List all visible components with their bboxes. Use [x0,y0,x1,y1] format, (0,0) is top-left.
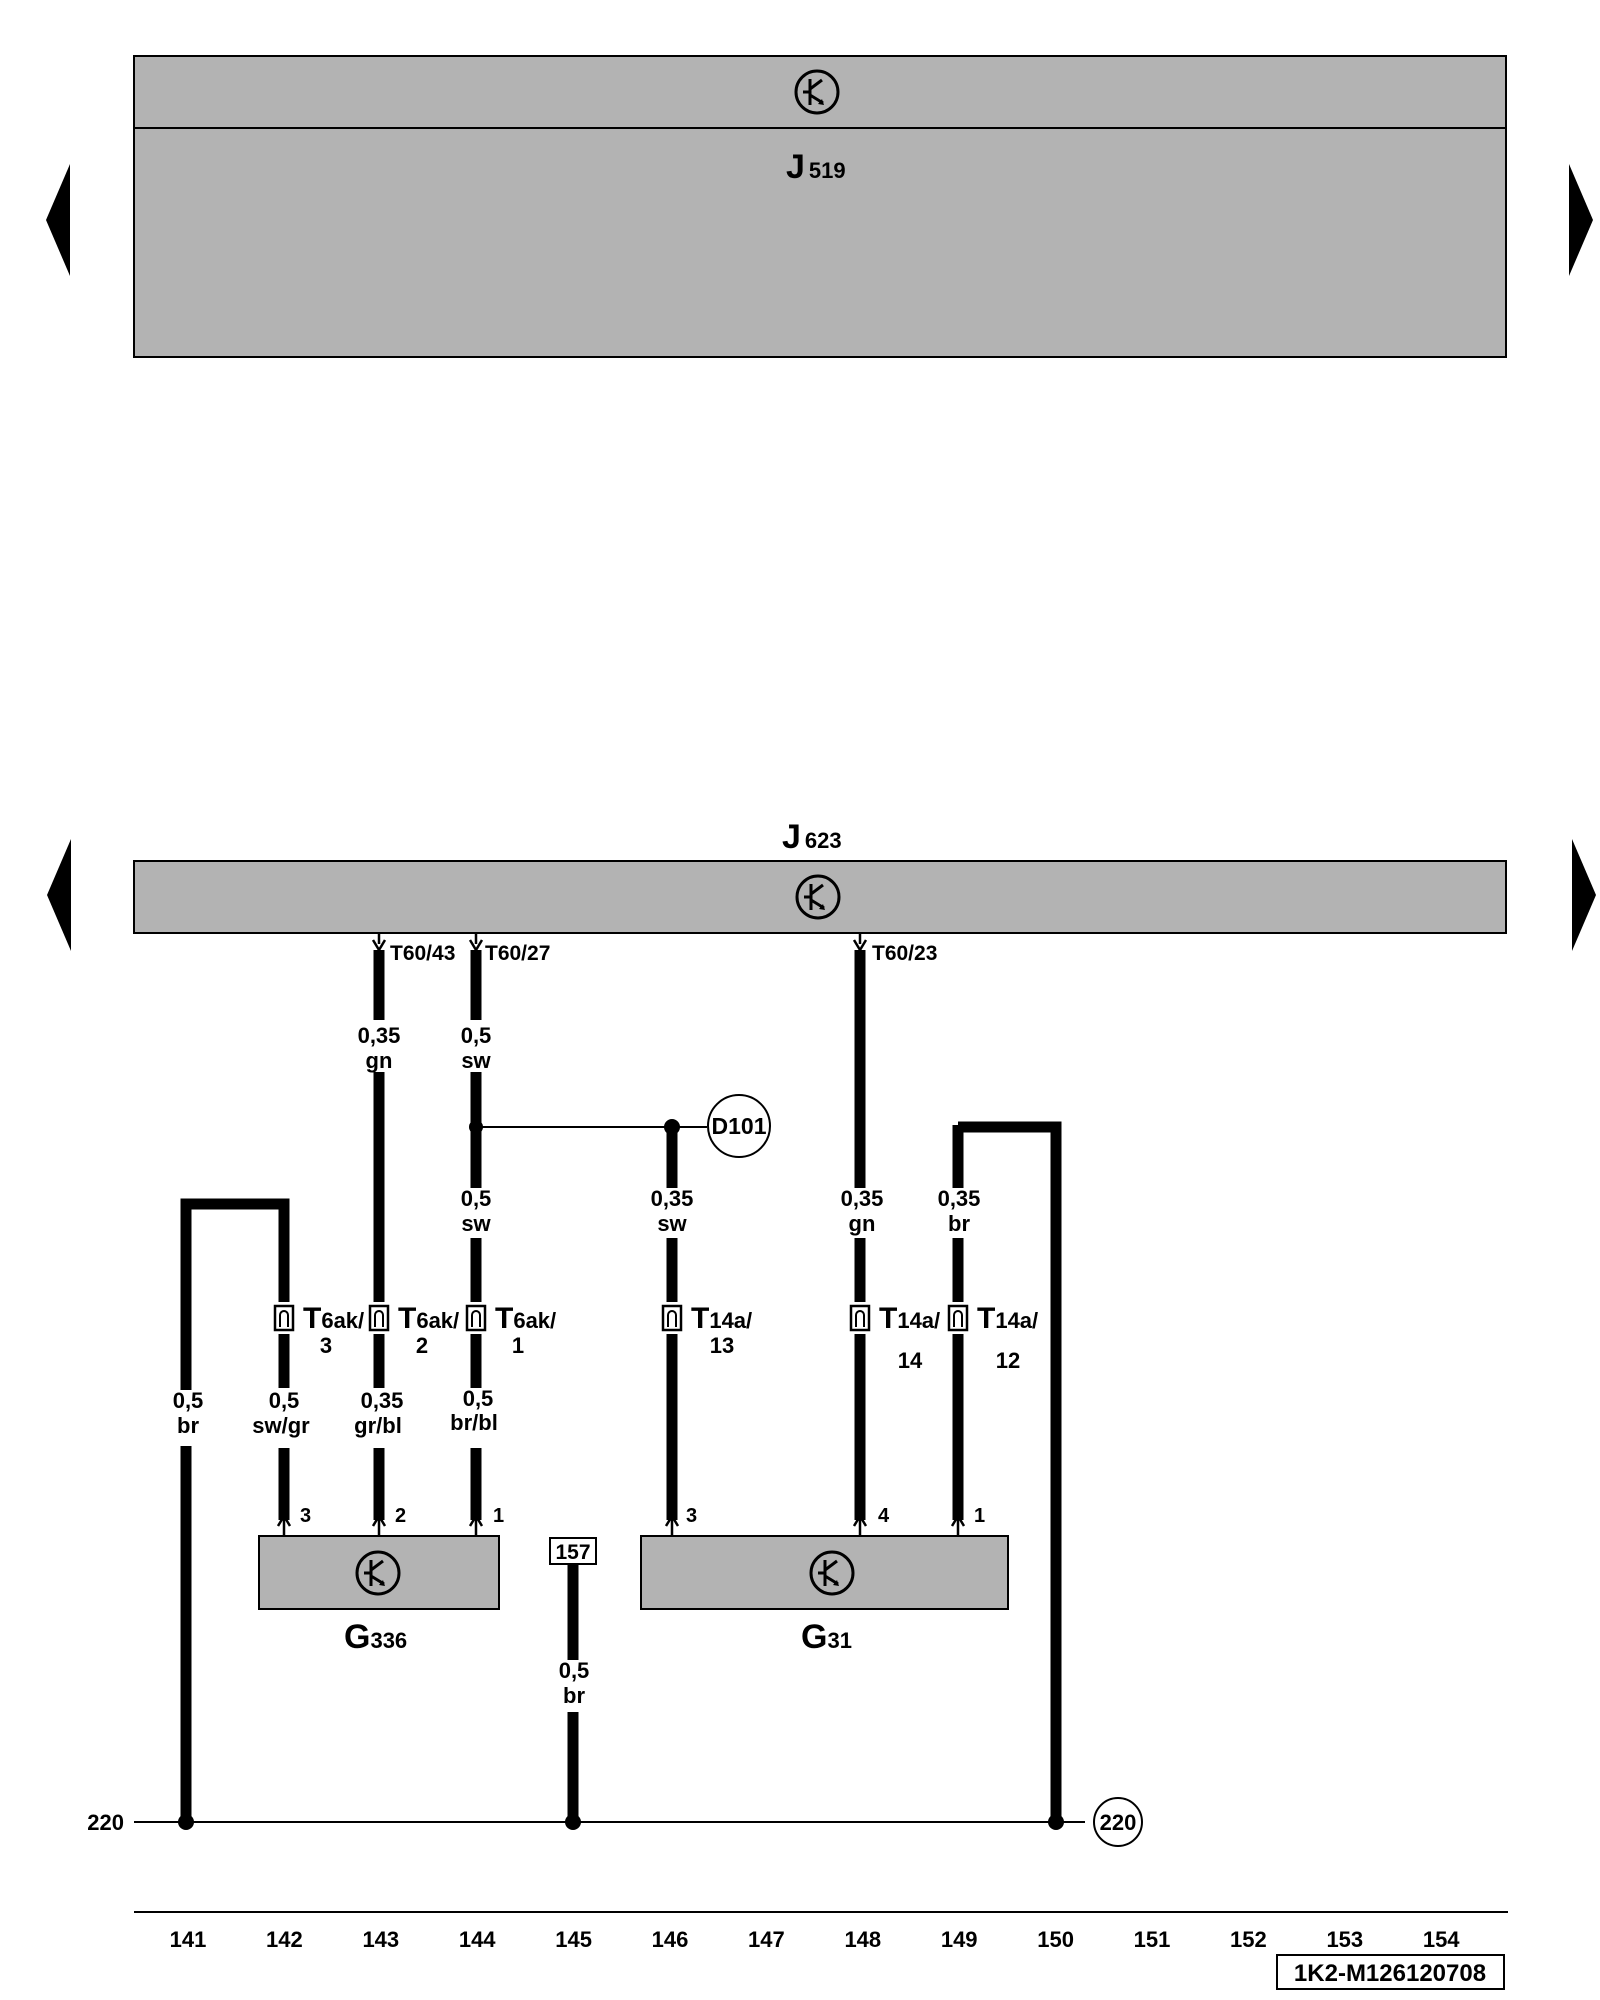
wire-color: gr/bl [354,1413,402,1438]
column-number: 145 [555,1927,592,1952]
wire-color: sw/gr [252,1413,310,1438]
wire-color: br [177,1413,199,1438]
connector-pin-icon [661,1304,683,1332]
wire-labels: 0,35 gn 0,5 sw 0,5 sw 0,35 sw 0,35 gn 0,… [162,1022,985,1710]
thin-lines [134,1126,1508,1913]
pin-label: T60/43 [390,942,455,965]
ground-line-label: 220 [87,1810,124,1835]
wire-color: br [948,1211,970,1236]
component-g336: G336 [258,1535,500,1656]
connector-label-t6ak-3: T6ak/ [303,1302,364,1335]
nav-arrow-left-icon[interactable] [47,839,71,951]
wire-size: 0,35 [358,1023,401,1048]
wire-color: br [563,1683,585,1708]
connector-label-t14a-12: T14a/ [977,1302,1038,1335]
module-number: 623 [805,828,842,853]
pin-number: 3 [686,1505,697,1527]
wire-size: 0,5 [269,1388,300,1413]
column-number: 153 [1326,1927,1363,1952]
pin-number: 2 [395,1505,406,1527]
reference-circle-label: D101 [712,1113,767,1139]
column-number: 141 [170,1927,207,1952]
connector-pin-number: 14 [898,1348,923,1373]
junctions [178,1119,1064,1830]
reference-circle-d101[interactable]: D101 [707,1094,771,1158]
connector-pin-number: 1 [512,1333,524,1358]
connector-pin-icon [273,1304,295,1332]
module-number: 519 [809,158,846,183]
wire-color: br/bl [450,1410,498,1435]
wire-color: sw [461,1211,491,1236]
wire-size: 0,35 [841,1186,884,1211]
connector-pin-icon [849,1304,871,1332]
wire-color: gn [849,1211,876,1236]
connector-pin-number: 12 [996,1348,1020,1373]
component-g336-label: G336 [344,1618,407,1656]
nav-arrow-left-icon[interactable] [46,164,70,276]
wire-size: 0,5 [173,1388,204,1413]
column-number: 151 [1134,1927,1171,1952]
column-number: 149 [941,1927,978,1952]
component-pin-numbers: 3 2 1 3 4 1 [300,1505,985,1527]
wire-color: gn [366,1048,393,1073]
connector-pin-icon [368,1304,390,1332]
column-number: 152 [1230,1927,1267,1952]
connector-label-t6ak-1: T6ak/ [495,1302,556,1335]
wire-size: 0,5 [461,1023,492,1048]
wire-size: 0,35 [651,1186,694,1211]
column-numbers: 141 142 143 144 145 146 147 148 149 150 151 152 153 1… [170,1927,1461,1952]
component-g31: G31 [640,1535,1009,1656]
column-number: 144 [459,1927,496,1952]
connector-pin-icon [465,1304,487,1332]
pin-label: T60/27 [485,942,550,965]
column-number: 147 [748,1927,785,1952]
nav-arrow-right-icon[interactable] [1569,164,1593,276]
module-letter: J [782,818,801,856]
connector-label-t6ak-2: T6ak/ [398,1302,459,1335]
nav-arrow-right-icon[interactable] [1572,839,1596,951]
column-number: 142 [266,1927,303,1952]
component-pin-arrows [276,1513,966,1536]
column-number: 146 [652,1927,689,1952]
pin-number: 1 [974,1505,985,1527]
connector-pin-number: 3 [320,1333,332,1358]
reference-box-label: 157 [555,1541,590,1564]
wire-size: 0,5 [461,1186,492,1211]
wire-size: 0,5 [559,1658,590,1683]
pin-number: 3 [300,1505,311,1527]
column-number: 148 [844,1927,881,1952]
component-g31-label: G31 [801,1618,852,1656]
column-number: 154 [1423,1927,1460,1952]
diagram-code-box: 1K2-M126120708 [1276,1954,1505,1990]
pin-number: 1 [493,1505,504,1527]
diagram-code: 1K2-M126120708 [1294,1960,1486,1987]
wire-color: sw [461,1048,491,1073]
connector-labels: T6ak/ 3 T6ak/ 2 T6ak/ 1 T14a/ 13 T14a/ 1… [303,1302,1038,1373]
connector-pin-icon [947,1304,969,1332]
wire-size: 0,35 [938,1186,981,1211]
column-number: 143 [362,1927,399,1952]
reference-box-157: 157 [549,1537,597,1565]
reference-circle-label: 220 [1100,1810,1137,1835]
wires [180,950,1062,1820]
wire-color: sw [657,1211,687,1236]
pin-label: T60/23 [872,942,937,965]
connector-pin-number: 13 [710,1333,734,1358]
connector-label-t14a-13: T14a/ [691,1302,752,1335]
connector-pin-number: 2 [416,1333,428,1358]
wire-size: 0,5 [463,1386,494,1411]
j623-pins: T60/43 T60/27 T60/23 [371,933,937,965]
connector-label-t14a-14: T14a/ [879,1302,940,1335]
pin-number: 4 [878,1505,890,1527]
wire-size: 0,35 [361,1388,404,1413]
column-number: 150 [1037,1927,1074,1952]
module-letter: J [786,148,805,186]
reference-circle-220[interactable]: 220 [1093,1797,1143,1847]
